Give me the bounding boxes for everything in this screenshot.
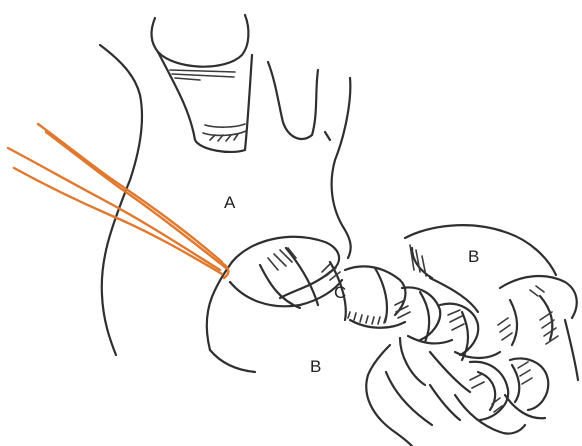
label-b-upper: B <box>468 247 479 266</box>
label-b-lower: B <box>310 357 321 376</box>
rolled-segment-c <box>230 237 548 434</box>
structure-a-outline <box>100 15 351 355</box>
label-c: C <box>334 283 346 302</box>
segment-hatching <box>268 245 558 412</box>
suture-lines <box>8 124 228 278</box>
neck-hatching <box>170 70 246 141</box>
label-a: A <box>224 193 236 212</box>
